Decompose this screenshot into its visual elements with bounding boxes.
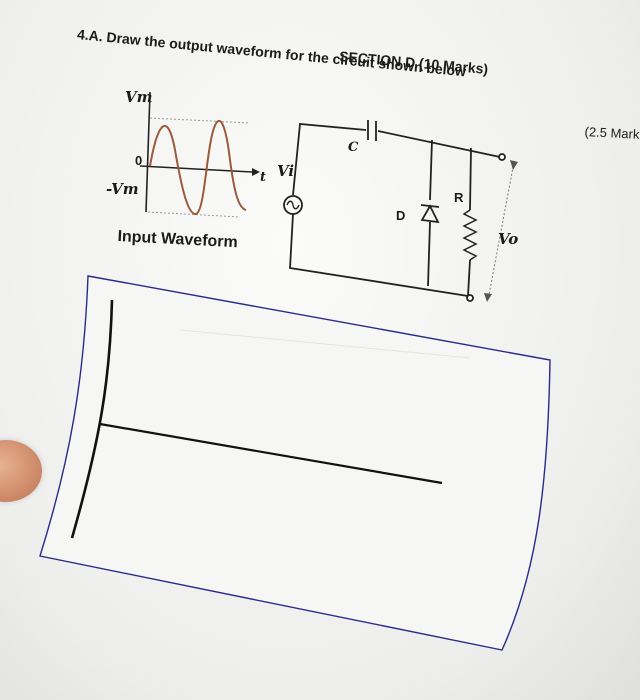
resistor-wire-top xyxy=(469,147,472,211)
capacitor-label: C xyxy=(348,140,359,155)
circuit-diagram xyxy=(283,120,518,302)
vm-dotted-line xyxy=(149,117,251,124)
vo-label: Vo xyxy=(498,230,519,248)
diode-wire-top xyxy=(429,139,433,201)
waveform-t-axis xyxy=(139,165,253,173)
t-axis-arrow xyxy=(252,168,260,176)
vo-arrow-top xyxy=(510,160,518,170)
diode-triangle xyxy=(420,204,440,224)
sine-wave-curve xyxy=(149,120,247,215)
ac-source-tilde xyxy=(286,200,300,210)
marks-label: (2.5 Mark xyxy=(584,124,640,142)
drawn-horizontal-axis xyxy=(99,422,443,485)
neg-vm-dotted-line xyxy=(147,211,241,218)
vo-dotted-line xyxy=(487,161,515,301)
drawn-vertical-axis xyxy=(70,299,114,539)
diode-wire-bottom xyxy=(427,221,431,287)
neg-vm-label: -Vm xyxy=(106,180,139,198)
resistor-zigzag xyxy=(462,209,478,261)
input-waveform-graph xyxy=(139,91,260,218)
answer-box xyxy=(39,275,551,651)
wire-top-left xyxy=(292,123,367,196)
wire-left-bottom xyxy=(289,213,469,297)
resistor-label: R xyxy=(454,190,464,205)
faint-grid-line xyxy=(179,329,471,359)
vm-label: Vm xyxy=(125,88,153,106)
wire-top-right xyxy=(377,130,501,158)
waveform-y-axis xyxy=(145,91,151,213)
diode-bar xyxy=(420,204,440,208)
vi-label: Vi xyxy=(277,162,295,180)
t-axis-label: t xyxy=(260,170,267,185)
vo-arrow-bottom xyxy=(484,293,492,302)
answer-box-border xyxy=(39,275,551,651)
output-terminal-bottom xyxy=(466,294,474,302)
output-terminal-top xyxy=(498,153,506,161)
diode-label: D xyxy=(396,208,406,223)
zero-label: 0 xyxy=(135,153,143,168)
resistor-wire-bottom xyxy=(467,259,471,297)
